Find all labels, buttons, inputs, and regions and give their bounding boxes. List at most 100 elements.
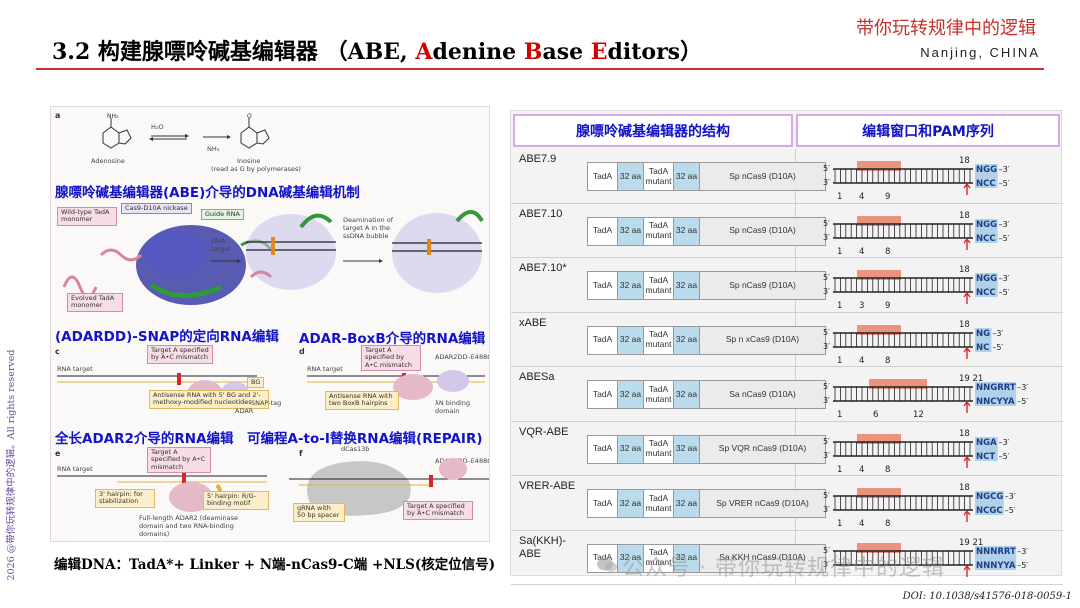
construct-tada-mutant: TadA mutant [644, 327, 674, 354]
nick-arrow-icon [964, 239, 970, 250]
construct-linker: 32 aa [674, 490, 700, 517]
svg-text:–3′: –3′ [999, 274, 1010, 283]
pam-bottom: NCT [976, 452, 995, 462]
window-position-label: 9 [885, 301, 890, 310]
table-header-structure: 腺嘌呤碱基编辑器的结构 [513, 114, 793, 147]
construct-linker: 32 aa [674, 218, 700, 245]
window-position-label: 1 [837, 192, 842, 201]
pam-top: NGCG [976, 492, 1003, 502]
table-row: VRER-ABE TadA 32 aa TadA mutant 32 aa Sp… [511, 476, 1063, 531]
construct-cas9: Sp nCas9 (D10A) [700, 272, 825, 299]
svg-text:–5′: –5′ [1017, 561, 1028, 570]
construct-linker: 32 aa [618, 163, 644, 190]
svg-text:3′: 3′ [823, 451, 830, 460]
deamination-arrow-icon [343, 257, 383, 265]
title-letter-e: E [591, 39, 608, 65]
pam-top: NGA [976, 438, 997, 448]
construct-linker: 32 aa [618, 218, 644, 245]
svg-text:3′: 3′ [823, 287, 830, 296]
window-position-label: 4 [859, 356, 864, 365]
construct-tada: TadA [588, 327, 618, 354]
dna-target-arrow-icon [211, 257, 241, 265]
window-position-label: 4 [859, 465, 864, 474]
construct-tada-mutant: TadA mutant [644, 163, 674, 190]
position-label-top: 19 21 [959, 374, 983, 384]
title-letter-a: A [415, 39, 432, 65]
pam-top: NGG [976, 165, 997, 175]
construct-linker: 32 aa [674, 163, 700, 190]
construct-tada-mutant: TadA mutant [644, 218, 674, 245]
window-position-label: 8 [885, 465, 890, 474]
position-label-top: 18 [959, 429, 970, 439]
construct-diagram: TadA 32 aa TadA mutant 32 aa Sp VQR nCas… [587, 435, 826, 464]
label-abe-mechanism: 腺嘌呤碱基编辑器(ABE)介导的DNA碱基编辑机制 [55, 181, 360, 201]
pam-top: NNGRRT [976, 383, 1016, 393]
pam-bottom: NC [976, 343, 989, 353]
window-position-label: 1 [837, 410, 842, 419]
construct-diagram: TadA 32 aa TadA mutant 32 aa Sa nCas9 (D… [587, 380, 826, 409]
window-position-label: 6 [873, 410, 878, 419]
doi-reference: DOI: 10.1038/s41576-018-0059-1 [903, 591, 1072, 602]
table-row: ABE7.10 TadA 32 aa TadA mutant 32 aa Sp … [511, 204, 1063, 259]
construct-tada: TadA [588, 218, 618, 245]
table-row: ABESa TadA 32 aa TadA mutant 32 aa Sa nC… [511, 367, 1063, 422]
construct-diagram: TadA 32 aa TadA mutant 32 aa Sp VRER nCa… [587, 489, 826, 518]
pam-top: NNNRRT [976, 547, 1016, 557]
construct-tada: TadA [588, 490, 618, 517]
svg-text:–5′: –5′ [992, 343, 1003, 352]
construct-linker: 32 aa [674, 436, 700, 463]
svg-text:–3′: –3′ [1017, 547, 1028, 556]
pam-bottom: NCGC [976, 506, 1003, 516]
svg-text:–5′: –5′ [999, 452, 1010, 461]
window-position-label: 1 [837, 247, 842, 256]
nick-arrow-icon [964, 348, 970, 359]
svg-text:–3′: –3′ [999, 165, 1010, 174]
construct-cas9: Sp nCas9 (D10A) [700, 218, 825, 245]
table-row: ABE7.9 TadA 32 aa TadA mutant 32 aa Sp n… [511, 149, 1063, 204]
svg-text:5′: 5′ [823, 219, 830, 228]
variant-name: xABE [519, 317, 585, 330]
svg-text:O: O [247, 113, 252, 120]
construct-linker: 32 aa [618, 381, 644, 408]
position-label-top: 18 [959, 320, 970, 330]
position-label-top: 18 [959, 156, 970, 166]
pam-bottom: NCC [976, 288, 996, 298]
adenosine-structure-icon: NH₂ [93, 113, 153, 153]
nick-arrow-icon [964, 184, 970, 195]
title-letter-b: B [524, 39, 543, 65]
reaction-arrow-icon [149, 133, 189, 141]
dna-bubble-illustration [241, 207, 341, 297]
svg-text:3′: 3′ [823, 233, 830, 242]
construct-diagram: TadA 32 aa TadA mutant 32 aa Sp nCas9 (D… [587, 162, 826, 191]
svg-text:–3′: –3′ [1017, 383, 1028, 392]
construct-linker: 32 aa [618, 436, 644, 463]
svg-text:–5′: –5′ [999, 179, 1010, 188]
construct-cas9: Sp VRER nCas9 (D10A) [700, 490, 825, 517]
dna-edited-illustration [387, 203, 487, 303]
nick-arrow-icon [964, 511, 970, 522]
label-repair-editing: 可编程A-to-I替换RNA编辑(REPAIR) [247, 427, 483, 447]
svg-text:–5′: –5′ [1017, 397, 1028, 406]
svg-text:5′: 5′ [823, 491, 830, 500]
table-row: VQR-ABE TadA 32 aa TadA mutant 32 aa Sp … [511, 422, 1063, 477]
panel-letter-a: a [55, 111, 60, 120]
reaction-arrow-2-icon [201, 133, 231, 141]
editor-formula: 编辑DNA：TadA*+ Linker + N端-nCas9-C端 +NLS(核… [54, 553, 495, 573]
construct-cas9: Sa nCas9 (D10A) [700, 381, 825, 408]
slide-title: 3.2 构建腺嘌呤碱基编辑器 （ABE, Adenine Base Editor… [52, 34, 702, 66]
evolved-tada-helix [59, 257, 109, 297]
window-position-label: 1 [837, 356, 842, 365]
svg-text:–5′: –5′ [1005, 506, 1016, 515]
construct-cas9: Sp VQR nCas9 (D10A) [700, 436, 825, 463]
construct-tada-mutant: TadA mutant [644, 381, 674, 408]
window-position-label: 3 [859, 301, 864, 310]
svg-text:–5′: –5′ [999, 234, 1010, 243]
variant-name: ABE7.9 [519, 153, 585, 166]
window-position-label: 8 [885, 356, 890, 365]
window-position-label: 4 [859, 247, 864, 256]
construct-tada-mutant: TadA mutant [644, 436, 674, 463]
pam-bottom: NCC [976, 179, 996, 189]
